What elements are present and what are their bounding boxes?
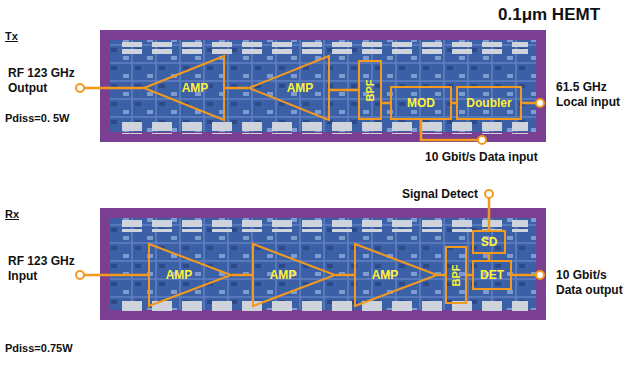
bond-pads: [118, 122, 528, 134]
signal-connector: [225, 87, 248, 90]
chip-die: [110, 218, 536, 310]
port-wire: [522, 102, 536, 105]
filter-box: BPF: [445, 246, 467, 304]
block-label: AMP: [270, 269, 297, 281]
amplifier-triangle: AMP: [248, 55, 330, 121]
block-label: SD: [481, 236, 498, 248]
bond-pads: [118, 220, 528, 232]
port-label: 61.5 GHz Local input: [556, 80, 636, 110]
block-outline: [446, 247, 466, 303]
block-outline: [359, 61, 381, 119]
block-outline: [355, 244, 437, 306]
signal-connector: [330, 89, 358, 92]
port-label: RF 123 GHz Output: [8, 66, 82, 96]
signal-connector: [467, 274, 472, 277]
amplifier-triangle: AMP: [148, 243, 232, 307]
port-dot: [76, 271, 84, 279]
signal-connector: [452, 102, 456, 105]
block-label: MOD: [407, 97, 435, 109]
chip-frame: [100, 208, 546, 320]
block-outline: [253, 244, 335, 306]
port-label: Tx: [5, 30, 45, 44]
port-label: Signal Detect: [340, 187, 478, 202]
block-box: SD: [472, 230, 506, 254]
signal-connector: [232, 274, 252, 277]
port-dot: [536, 271, 544, 279]
block-label: AMP: [287, 82, 314, 94]
port-label: 10 Gbit/s Data output: [556, 268, 636, 298]
block-outline: [149, 244, 231, 306]
port-wire: [421, 120, 478, 140]
block-box: DET: [472, 260, 512, 290]
amplifier-triangle: AMP: [143, 55, 225, 121]
amplifier-triangle: AMP: [252, 243, 336, 307]
block-outline: [473, 231, 505, 253]
block-label: AMP: [182, 82, 209, 94]
port-wire: [488, 198, 491, 230]
port-wire: [84, 87, 143, 90]
port-label: Pdiss=0.75W: [5, 342, 97, 356]
block-label: Doubler: [466, 97, 511, 109]
port-dot: [478, 136, 486, 144]
block-outline: [391, 87, 451, 119]
port-label: Rx: [5, 208, 45, 222]
port-dot: [485, 190, 493, 198]
port-label: Pdiss=0. 5W: [5, 112, 97, 126]
port-wire: [512, 274, 536, 277]
signal-connector: [336, 274, 354, 277]
signal-connector: [488, 254, 491, 260]
port-label: RF 123 GHz Input: [8, 254, 82, 284]
port-dot: [536, 99, 544, 107]
block-outline: [249, 56, 329, 120]
block-label: AMP: [372, 269, 399, 281]
block-label: AMP: [166, 269, 193, 281]
block-label: DET: [480, 269, 504, 281]
bond-pads: [118, 42, 528, 54]
block-outline: [473, 261, 511, 289]
block-box: Doubler: [456, 86, 522, 120]
port-label: 10 Gbit/s Data input: [425, 150, 565, 165]
block-label: BPF: [451, 264, 462, 286]
block-label: BPF: [365, 79, 376, 101]
block-box: MOD: [390, 86, 452, 120]
port-dot: [76, 84, 84, 92]
chip-frame: [100, 30, 546, 142]
amplifier-triangle: AMP: [354, 243, 438, 307]
signal-connector: [382, 102, 390, 105]
chip-die: [110, 40, 536, 132]
block-outline: [144, 56, 224, 120]
port-wire: [84, 274, 148, 277]
filter-box: BPF: [358, 60, 382, 120]
title: 0.1μm HEMT: [498, 4, 600, 25]
block-outline: [457, 87, 521, 119]
